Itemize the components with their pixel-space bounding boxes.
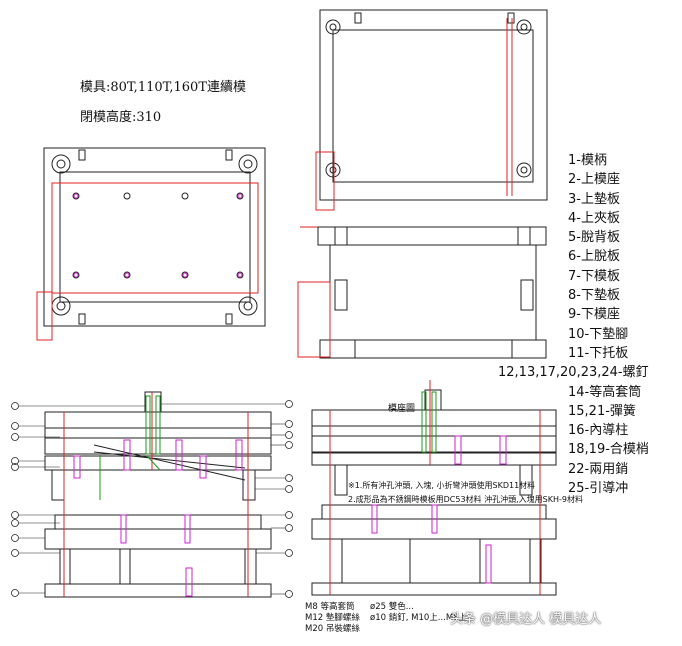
bottom-notes: M8 等高套筒 M12 墊腳螺絲 M20 吊裝螺絲 — [305, 602, 360, 635]
bottom-note: ø10 銷釘, M10上...M8上... — [370, 613, 476, 623]
legend-item: 4-上夾板 — [568, 210, 620, 226]
section-label: 模座圖 — [388, 404, 416, 414]
legend-item: 8-下墊板 — [568, 288, 620, 304]
legend-item: 10-下墊腳 — [568, 326, 629, 342]
bottom-note: ø25 雙色... — [370, 602, 414, 612]
plate-top-outline — [319, 9, 548, 201]
legend-item: 1-模柄 — [568, 153, 607, 168]
legend-item: 7-下模板 — [568, 268, 620, 284]
bottom-note: M12 墊腳螺絲 — [305, 613, 360, 623]
legend-item: 2-上模座 — [568, 172, 620, 188]
plate-left-outline — [43, 147, 266, 327]
legend-item: 25-引導冲 — [568, 481, 629, 497]
material-note-1: ※1.所有沖孔沖頭, 入塊, 小折彎沖頭使用SKD11材料 — [348, 481, 536, 490]
legend-item: 6-上脫板 — [568, 249, 620, 265]
legend-item: 11-下托板 — [568, 345, 629, 361]
legend-item: 14-等高套筒 — [568, 384, 642, 400]
legend-item: 15,21-彈簧 — [568, 403, 636, 419]
material-note-2: 2.成形品為不銹鋼時模板用DC53材料 沖孔沖頭,入塊用SKH-9材料 — [348, 495, 583, 504]
legend-item: 16-內導柱 — [568, 423, 629, 439]
bottom-note: M8 等高套筒 — [305, 602, 355, 612]
legend-item: 12,13,17,20,23,24-螺釘 — [498, 365, 649, 381]
legend-item: 9-下模座 — [568, 307, 620, 323]
legend-item: 22-兩用銷 — [568, 461, 629, 477]
legend-item: 3-上墊板 — [568, 191, 620, 207]
watermark: 头条 @模具达人 模具达人 — [450, 612, 602, 627]
bottom-note: M20 吊裝螺絲 — [305, 624, 360, 634]
bottom-notes-2: ø25 雙色... ø10 銷釘, M10上...M8上... — [370, 602, 475, 624]
mold-spec-title: 模具:80T,110T,160T連續模 — [80, 80, 247, 95]
legend-item: 18,19-合模梢 — [568, 442, 649, 458]
parts-legend: 1-模柄 2-上模座 3-上墊板 4-上夾板 5-脫背板 6-上脫板 7-下模板… — [498, 151, 680, 498]
bolt-hole — [325, 19, 341, 35]
closed-height-label: 閉模高度:310 — [80, 110, 162, 125]
legend-item: 5-脫背板 — [568, 230, 620, 246]
plate-top-inner — [332, 29, 534, 183]
